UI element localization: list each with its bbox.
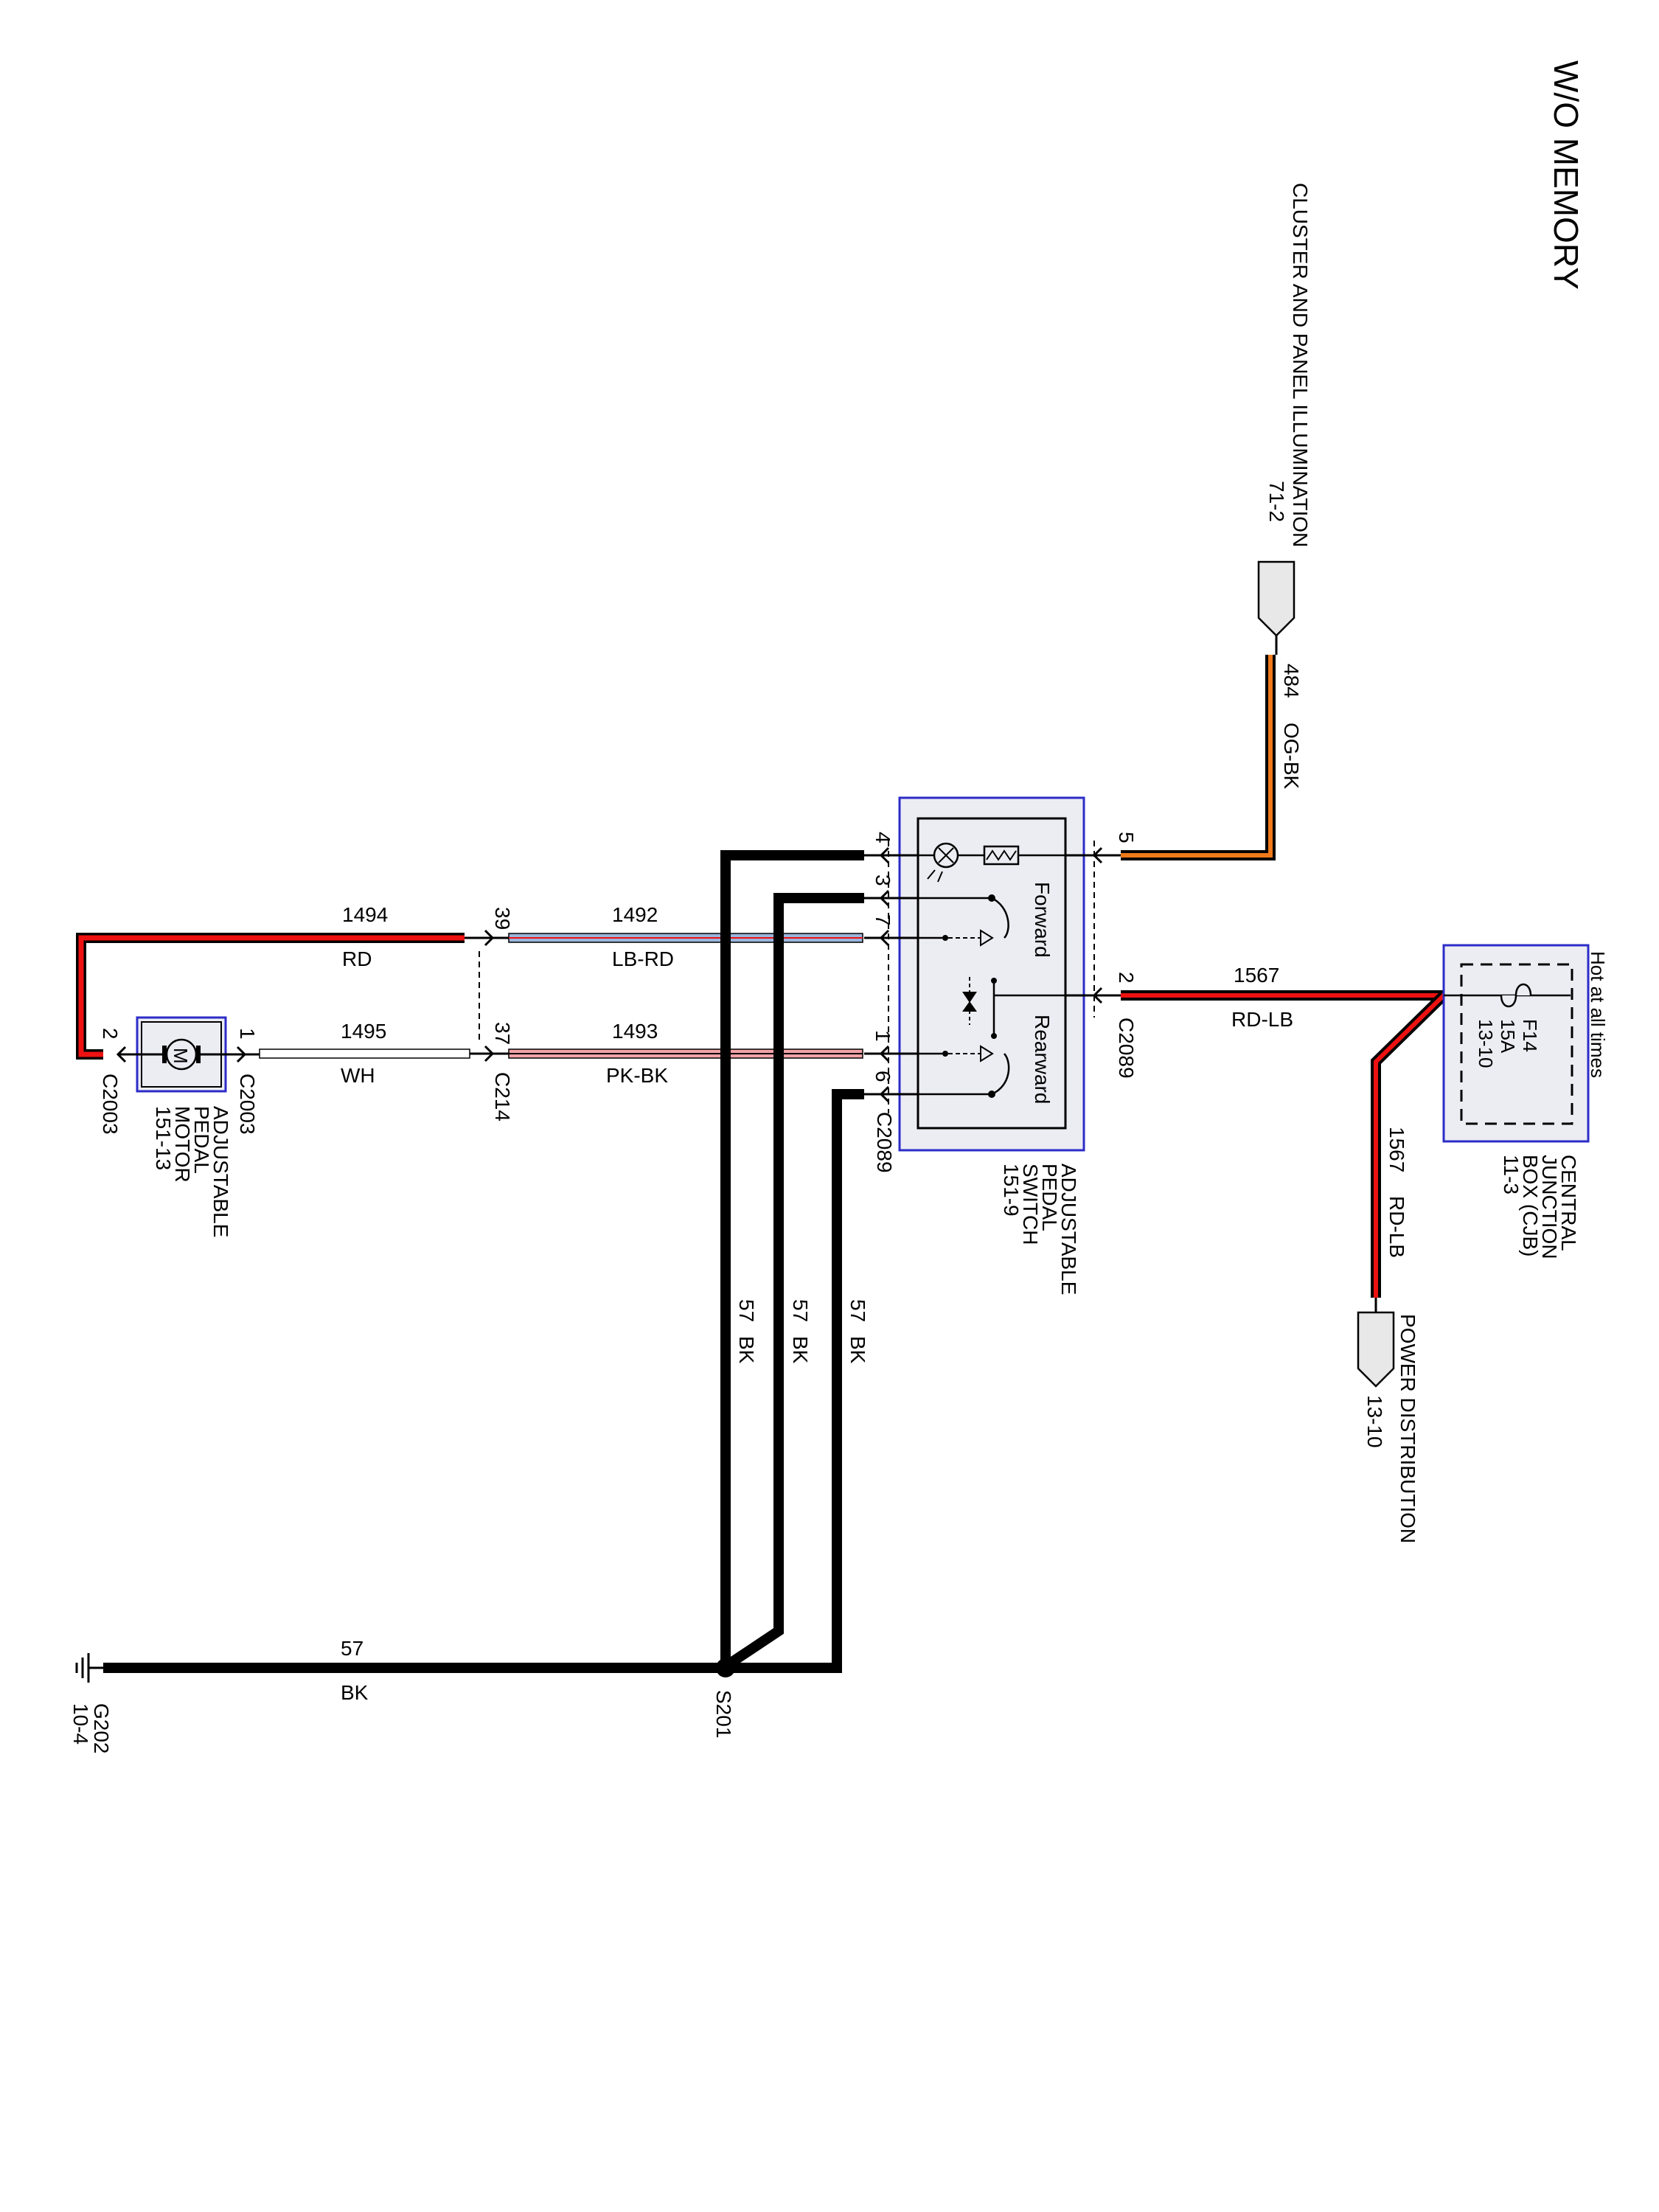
wire-1567-pd-circuit: 1567: [1385, 1127, 1408, 1172]
wire-57-gnd-color: BK: [341, 1681, 369, 1704]
wire-1492: [508, 933, 863, 943]
power-source-name: POWER DISTRIBUTION: [1397, 1314, 1419, 1543]
wire-1495: [259, 1048, 470, 1059]
motor-name-line1: ADJUSTABLE: [209, 1106, 232, 1237]
wire-1493: [508, 1048, 863, 1059]
cluster-source-arrow: [1257, 560, 1295, 637]
switch-name-line1: ADJUSTABLE: [1057, 1164, 1080, 1295]
motor-connector-left: C2003: [99, 1074, 122, 1135]
power-source-ref: 13-10: [1363, 1395, 1386, 1448]
cjb-name-line2: JUNCTION: [1538, 1155, 1561, 1259]
switch-forward-label: Forward: [1031, 882, 1054, 958]
wire-1493-circuit: 1493: [612, 1020, 658, 1043]
page-title: W/O MEMORY: [1547, 60, 1585, 290]
ground-name: G202: [90, 1703, 113, 1754]
cluster-source-ref: 71-2: [1265, 481, 1288, 522]
wire-57a-circuit: 57: [735, 1299, 758, 1322]
wire-57b-color: BK: [789, 1336, 812, 1364]
diode-icon: [962, 977, 977, 1025]
splice-label: S201: [712, 1690, 735, 1738]
wire-484-color: [1121, 655, 1273, 858]
wire-1494-color-label: RD: [342, 947, 372, 970]
cjb-name-line1: CENTRAL: [1557, 1155, 1580, 1251]
cjb-ref: 11-3: [1500, 1155, 1523, 1194]
ground-icon: [75, 1653, 103, 1683]
wire-1492-circuit: 1492: [612, 903, 658, 926]
wire-484: [1121, 655, 1276, 860]
c214-name: C214: [491, 1072, 514, 1121]
wire-1493-color-label: PK-BK: [606, 1064, 668, 1087]
wire-1567-pd-color-label: RD-LB: [1385, 1196, 1408, 1258]
motor-ref: 151-13: [152, 1106, 175, 1170]
switch-pin-5: 5: [1115, 832, 1138, 844]
wire-1494-circuit: 1494: [342, 903, 388, 926]
fuse-ref: 13-10: [1475, 1019, 1497, 1068]
cjb-hot-label: Hot at all times: [1587, 951, 1609, 1078]
switch-rearward-label: Rearward: [1031, 1015, 1054, 1104]
wire-1495-color-label: WH: [341, 1064, 375, 1087]
ground-ref: 10-4: [69, 1703, 92, 1745]
c214-pin-37: 37: [491, 1022, 514, 1045]
c214-pin-39: 39: [491, 907, 514, 930]
wire-1492-color-label: LB-RD: [612, 947, 674, 970]
wire-1567-power: [1371, 991, 1447, 1298]
fuse-id: F14: [1519, 1019, 1541, 1052]
wire-1495-circuit: 1495: [341, 1020, 386, 1043]
power-source-arrow: [1357, 1311, 1395, 1388]
wire-57-pin6: [726, 1089, 864, 1673]
cluster-source-name: CLUSTER AND PANEL ILLUMINATION: [1289, 183, 1312, 547]
wire-57c-circuit: 57: [846, 1299, 869, 1322]
wire-1567-color-label: RD-LB: [1231, 1008, 1293, 1031]
switch-name-line3: SWITCH: [1019, 1164, 1042, 1245]
wire-484-color-label: OG-BK: [1280, 723, 1303, 790]
wire-57-pin3: [723, 893, 864, 1671]
splice-s201: [716, 1658, 735, 1677]
wire-57c-color: BK: [846, 1336, 869, 1364]
motor-name-line3: MOTOR: [171, 1106, 194, 1183]
switch-pin-3: 3: [872, 874, 894, 886]
switch-connector-bottom: C2089: [873, 1112, 896, 1173]
cjb-name-line3: BOX (CJB): [1519, 1155, 1542, 1256]
adjustable-pedal-switch: [864, 796, 1121, 1152]
wire-57-pin4: [720, 850, 864, 1666]
wire-57-group: [103, 850, 864, 1673]
adjustable-pedal-motor: [116, 1016, 260, 1093]
wire-57-gnd-circuit: 57: [341, 1637, 364, 1660]
motor-symbol: M: [170, 1048, 192, 1064]
fuse-rating: 15A: [1497, 1019, 1519, 1054]
switch-pin-4: 4: [872, 832, 894, 844]
switch-connector-top: C2089: [1115, 1018, 1138, 1079]
switch-ref: 151-9: [1000, 1164, 1023, 1217]
motor-pin-1: 1: [236, 1028, 259, 1040]
motor-pin-2: 2: [99, 1028, 122, 1040]
switch-pin-6: 6: [872, 1071, 894, 1082]
central-junction-box: [1442, 944, 1590, 1143]
switch-pin-2: 2: [1115, 972, 1138, 984]
wire-57b-circuit: 57: [789, 1299, 812, 1322]
motor-connector-right: C2003: [236, 1074, 259, 1135]
switch-pin-7: 7: [872, 914, 894, 926]
wire-484-circuit: 484: [1280, 664, 1303, 698]
motor-name-line2: PEDAL: [190, 1106, 213, 1174]
wire-1494: [76, 933, 465, 1060]
wire-57a-color: BK: [735, 1336, 758, 1364]
wire-1567-circuit: 1567: [1234, 964, 1279, 987]
switch-pin-1: 1: [872, 1030, 894, 1042]
switch-name-line2: PEDAL: [1038, 1164, 1061, 1231]
switch-connector-chevrons: [879, 846, 1103, 1103]
c214-connector: [465, 929, 509, 1062]
fuse-icon: [1500, 983, 1532, 1008]
